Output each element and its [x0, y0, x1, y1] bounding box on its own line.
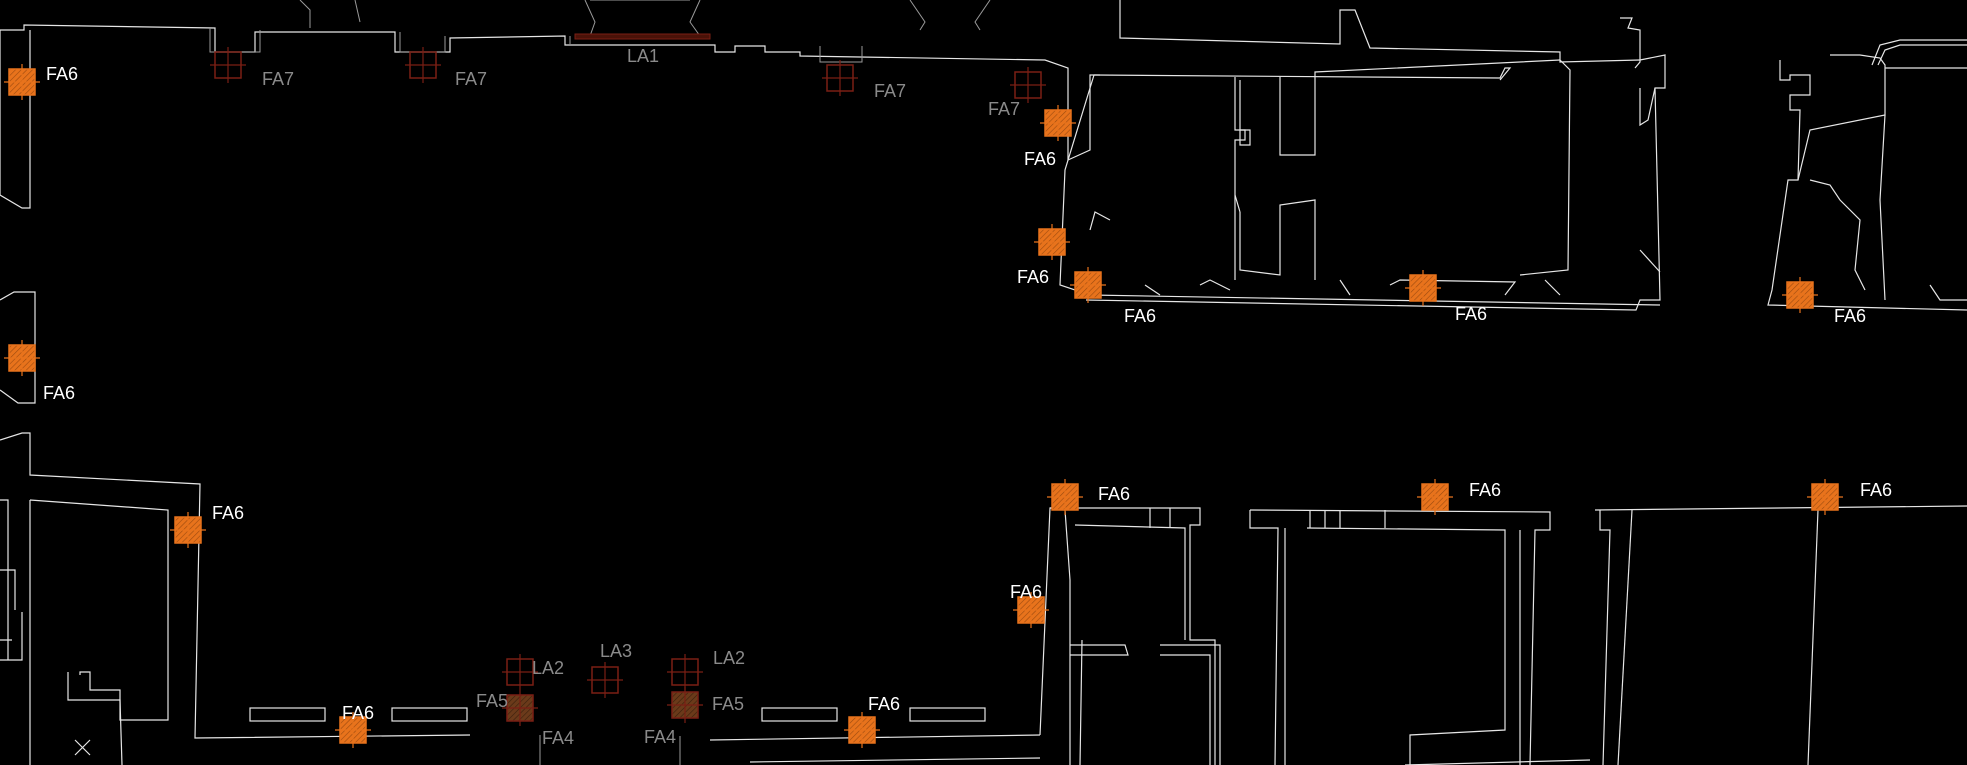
fixture-label: LA1 [627, 46, 659, 66]
fixture-symbol-icon [405, 47, 441, 83]
fixture-symbol-icon [1405, 270, 1441, 306]
fixture-label: FA6 [1455, 304, 1487, 324]
walls-bottom-center [1039, 505, 1967, 765]
fixture-fa6-c: FA6 [1017, 224, 1070, 287]
fixture-bar [574, 33, 711, 40]
walls-top-left [0, 0, 1069, 209]
fixture-symbol-icon [1417, 479, 1453, 515]
fixture-symbol-icon [4, 340, 40, 376]
fixture-symbol-icon [1807, 479, 1843, 515]
fixture-symbol-icon [667, 654, 703, 690]
fixture-label: FA7 [988, 99, 1020, 119]
fixture-label: FA6 [1124, 306, 1156, 326]
fixture-label: FA6 [1017, 267, 1049, 287]
fixture-fa7-d: FA7 [988, 67, 1046, 119]
fixture-symbol-icon [1047, 479, 1083, 515]
fixture-label: FA7 [262, 69, 294, 89]
fixture-fa4-b: FA4 [644, 727, 676, 747]
fixture-symbol-icon [587, 662, 623, 698]
fixture-la2-a: LA2 [502, 654, 564, 690]
fixture-la1: LA1 [574, 33, 711, 66]
fixture-label: FA6 [1860, 480, 1892, 500]
fixture-fa7-c: FA7 [822, 60, 906, 101]
walls-bottom-left [0, 432, 1041, 765]
fixture-fa6-i: FA6 [1047, 479, 1130, 515]
fixture-symbol-icon [667, 687, 703, 723]
fixture-fa6-e: FA6 [1405, 270, 1487, 324]
fixture-fa6-k: FA6 [1807, 479, 1892, 515]
fixture-la2-b: LA2 [667, 648, 745, 690]
fixture-fa6-n: FA6 [844, 694, 900, 748]
fixture-label: FA7 [455, 69, 487, 89]
fixture-symbol-icon [1782, 277, 1818, 313]
fixture-symbol-icon [210, 47, 246, 83]
fixture-label: LA3 [600, 641, 632, 661]
fixture-label: FA6 [868, 694, 900, 714]
fixture-fa7-a: FA7 [210, 47, 294, 89]
walls-top-center-room [1059, 0, 1666, 311]
fixture-fa6-d: FA6 [1070, 267, 1156, 326]
fixture-symbol-icon [4, 64, 40, 100]
fixture-symbol-icon [335, 712, 371, 748]
fixture-fa7-b: FA7 [405, 47, 487, 89]
fixture-label: FA7 [874, 81, 906, 101]
fixture-symbol-icon [170, 512, 206, 548]
walls-top-right [1767, 39, 1967, 311]
fixture-symbol-icon [1070, 267, 1106, 303]
fixture-fa6-g: FA6 [4, 340, 75, 403]
fixture-label: FA6 [46, 64, 78, 84]
fixture-symbol-icon [502, 654, 538, 690]
fixture-symbol-icon [822, 60, 858, 96]
fixture-fa5-a: FA5 [476, 690, 538, 726]
fixture-label: FA6 [342, 703, 374, 723]
fixture-label: FA4 [542, 728, 574, 748]
fixture-symbol-icon [502, 690, 538, 726]
fixture-fa6-f: FA6 [1782, 277, 1866, 326]
fixture-fa6-l: FA6 [1010, 582, 1049, 628]
fixture-symbol-icon [1040, 105, 1076, 141]
fixture-label: FA5 [712, 694, 744, 714]
fixture-fa6-h: FA6 [170, 503, 244, 548]
fixture-fa6-j: FA6 [1417, 479, 1501, 515]
fixture-label: FA4 [644, 727, 676, 747]
fixture-label: LA2 [713, 648, 745, 668]
fixture-label: FA6 [212, 503, 244, 523]
fixture-label: FA6 [1469, 480, 1501, 500]
fixture-label: LA2 [532, 658, 564, 678]
fixture-symbol-icon [1013, 592, 1049, 628]
fixture-symbol-icon [1010, 67, 1046, 103]
fixture-symbol-icon [844, 712, 880, 748]
fixture-label: FA6 [1024, 149, 1056, 169]
fixture-label: FA6 [43, 383, 75, 403]
fixture-label: FA5 [476, 691, 508, 711]
fixture-fa6-m: FA6 [335, 703, 374, 748]
fixture-la3: LA3 [587, 641, 632, 698]
fixture-fa6-b: FA6 [1024, 105, 1076, 169]
fixture-fa6-a: FA6 [4, 64, 78, 100]
fixture-label: FA6 [1010, 582, 1042, 602]
fixture-fa5-b: FA5 [667, 687, 744, 723]
fixture-fa4-a: FA4 [542, 728, 574, 748]
fixture-label: FA6 [1834, 306, 1866, 326]
fixture-label: FA6 [1098, 484, 1130, 504]
fixture-symbol-icon [1034, 224, 1070, 260]
